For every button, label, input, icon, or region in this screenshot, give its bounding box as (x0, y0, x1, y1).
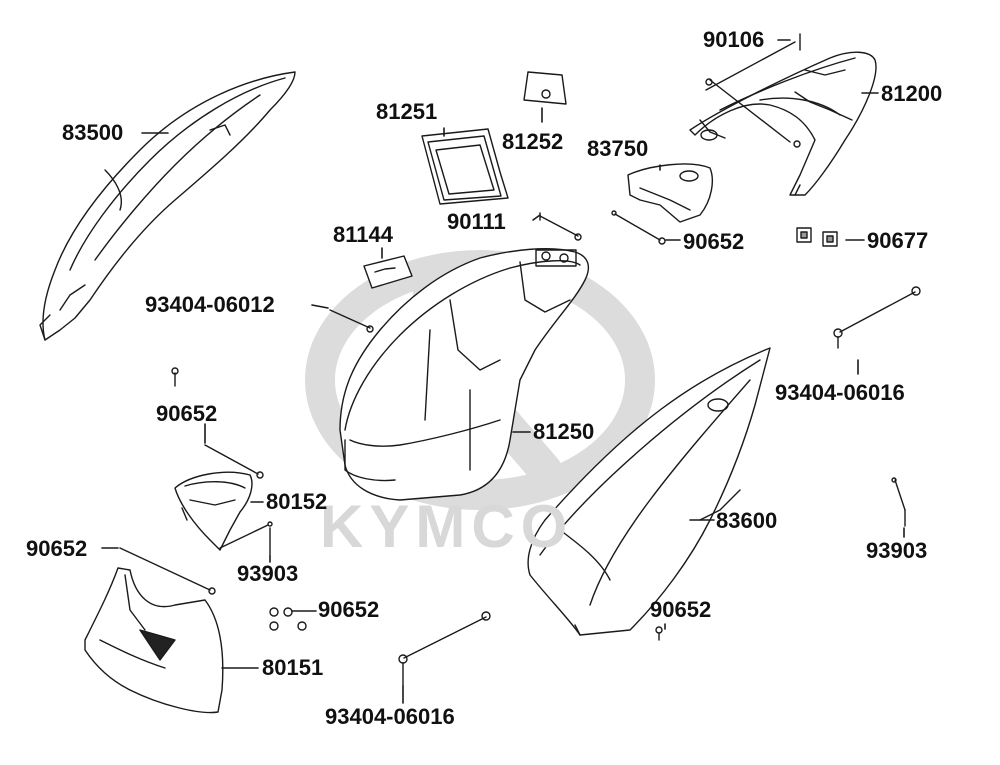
label-90652-upper: 90652 (683, 229, 745, 254)
label-81250: 81250 (533, 419, 595, 444)
part-80151-front-cover (84, 567, 224, 714)
label-90106: 90106 (703, 27, 765, 52)
label-93903-left: 93903 (237, 561, 299, 586)
label-83750: 83750 (587, 136, 649, 161)
label-81144: 81144 (333, 222, 393, 247)
label-90652-nuts: 90652 (318, 597, 380, 622)
label-83600: 83600 (716, 508, 778, 533)
screw-93903-right (891, 477, 906, 527)
screw-93404-06016-right (833, 286, 921, 349)
screw-90652-lower-right (655, 626, 663, 641)
label-93903-right: 93903 (866, 538, 928, 563)
label-93404-06016-lower: 93404-06016 (325, 704, 455, 729)
part-83750-cover (627, 163, 713, 223)
leader-lines (101, 39, 905, 704)
bolt-90106 (705, 33, 801, 148)
label-81251: 81251 (376, 99, 438, 124)
label-90652-middle-left: 90652 (26, 536, 88, 561)
part-81200-rear-carrier (689, 51, 877, 196)
label-80152: 80152 (266, 489, 328, 514)
label-93404-06012: 93404-06012 (145, 292, 275, 317)
part-83500-side-cover (39, 71, 296, 341)
screw-93404-06012 (329, 309, 374, 333)
label-90111: 90111 (447, 209, 506, 234)
screw-90652-left (171, 367, 179, 387)
screw-93903-left (181, 507, 273, 557)
clip-90677 (796, 227, 838, 247)
part-81250-storage-box (339, 247, 590, 501)
part-80152-cover (174, 444, 264, 551)
label-83500: 83500 (62, 120, 124, 145)
screw-93404-06016-lower (398, 611, 491, 687)
label-90677: 90677 (867, 228, 929, 253)
part-81144-badge (363, 255, 413, 289)
screw-90111 (539, 212, 582, 241)
label-81252: 81252 (502, 129, 564, 154)
label-81200: 81200 (881, 81, 943, 106)
part-81252-plate (523, 71, 567, 105)
label-90652-lower-right: 90652 (650, 597, 712, 622)
label-90652-left: 90652 (156, 401, 218, 426)
label-80151: 80151 (262, 655, 324, 680)
screw-90652-middle-left (119, 547, 216, 595)
part-81251-tray (421, 128, 509, 205)
nuts-90652 (269, 607, 307, 631)
part-83600-side-cover (527, 347, 771, 636)
label-93404-06016-right: 93404-06016 (775, 380, 905, 405)
screw-90652-upper (611, 210, 666, 245)
kymco-watermark-text: KYMCO (320, 493, 574, 560)
